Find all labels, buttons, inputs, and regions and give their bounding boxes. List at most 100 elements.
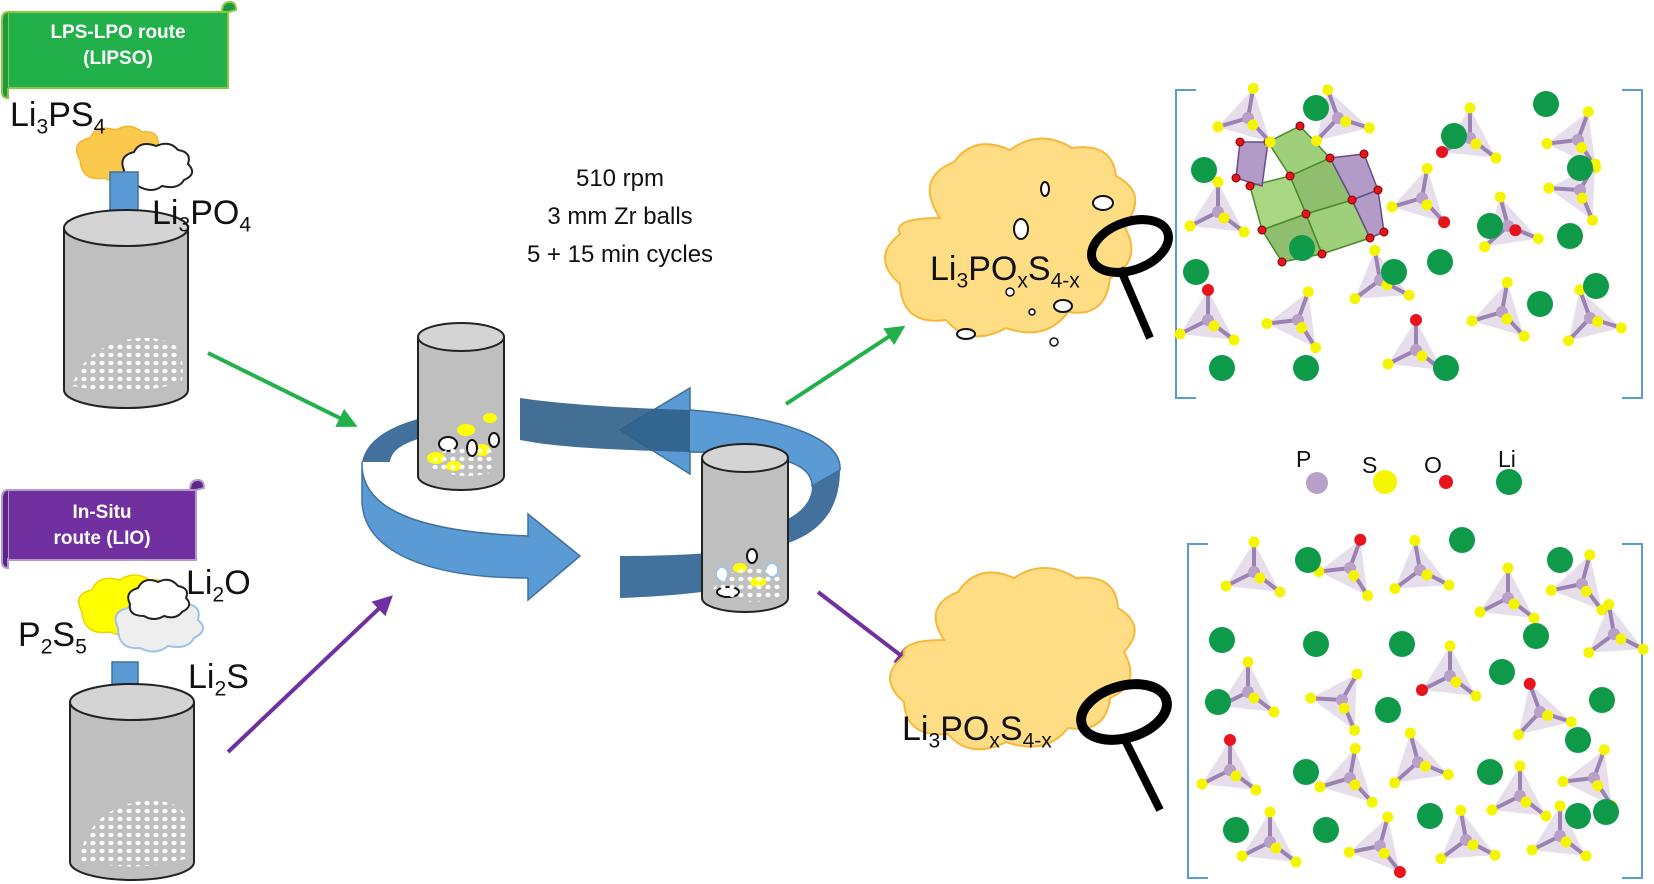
- lipso-banner-line1: LPS-LPO route: [50, 22, 186, 43]
- tetrahedron-icon: [1236, 806, 1302, 868]
- lipso-banner-label: LPS-LPO route (LIPSO): [10, 20, 226, 72]
- lithium-atom: [1223, 817, 1249, 843]
- lithium-atom: [1389, 631, 1415, 657]
- lithium-atom: [1441, 123, 1467, 149]
- tetrahedron-icon: [1435, 804, 1501, 865]
- tetrahedron-icon: [1314, 742, 1378, 808]
- lithium-atom: [1293, 759, 1319, 785]
- lithium-atom: [1295, 547, 1321, 573]
- tetrahedron-icon: [1214, 656, 1280, 718]
- li2o-label: Li2O: [186, 564, 251, 607]
- lio-product-cloud: [889, 567, 1136, 751]
- legend-p-label: P: [1296, 446, 1312, 472]
- tetrahedron-icon: [1389, 534, 1455, 595]
- milling-jar-icon: [63, 209, 189, 409]
- lio-route-arrow: [226, 595, 393, 754]
- lithium-atom: [1417, 803, 1443, 829]
- milling-speed: 510 rpm: [575, 165, 665, 192]
- lio-product-formula: Li3POxS4-x: [902, 710, 1052, 753]
- milling-jar-rotating-left: [417, 322, 505, 491]
- lithium-atom: [1289, 235, 1315, 261]
- tetrahedron-icon: [1389, 727, 1454, 789]
- lithium-atom: [1381, 259, 1407, 285]
- lithium-atom: [1191, 157, 1217, 183]
- li3po4-label: Li3PO4: [152, 194, 252, 237]
- lithium-atom: [1293, 355, 1319, 381]
- milling-conditions: 510 rpm 3 mm Zr balls 5 + 15 min cycles: [470, 160, 770, 274]
- lithium-atom: [1209, 627, 1235, 653]
- tetrahedron-icon: [1474, 562, 1540, 624]
- tetrahedron-icon: [1305, 668, 1363, 736]
- structure-bracket-left: [1187, 543, 1208, 879]
- tetrahedron-icon: [1313, 533, 1374, 602]
- lithium-atom: [1477, 213, 1503, 239]
- tetrahedron-icon: [1386, 162, 1451, 229]
- lio-route-banner: [0, 478, 206, 570]
- tetrahedron-icon: [1583, 598, 1649, 659]
- lio-banner-line1: In-Situ: [72, 502, 132, 523]
- tetrahedron-icon: [1196, 734, 1262, 796]
- lithium-atom: [1533, 91, 1559, 117]
- milling-jar-rotating-right: [701, 443, 789, 613]
- lipso-route-arrow: [207, 351, 358, 427]
- lithium-atom: [1523, 623, 1549, 649]
- lithium-atom: [1449, 527, 1475, 553]
- lithium-atoms-layer: [1183, 91, 1619, 843]
- lithium-atom: [1565, 803, 1591, 829]
- legend-li-label: Li: [1498, 446, 1516, 472]
- tetrahedra-layer: [1174, 82, 1649, 879]
- crystal-cluster-icon: [1231, 121, 1389, 267]
- magnifier-icon: [1087, 215, 1173, 340]
- tetrahedron-icon: [1174, 284, 1240, 346]
- lithium-atom: [1209, 355, 1235, 381]
- tetrahedron-icon: [1486, 760, 1552, 822]
- legend-s-label: S: [1362, 452, 1378, 478]
- tetrahedron-icon: [1184, 176, 1250, 238]
- lithium-atom: [1489, 659, 1515, 685]
- tetrahedron-icon: [1466, 276, 1530, 342]
- lithium-atom: [1433, 355, 1459, 381]
- lithium-atom: [1593, 799, 1619, 825]
- milling-jar-icon: [69, 683, 195, 881]
- p2s5-label: P2S5: [18, 616, 87, 659]
- legend-o-label: O: [1424, 452, 1442, 478]
- lithium-atom: [1557, 223, 1583, 249]
- lio-banner-line2: route (LIO): [53, 528, 151, 549]
- lithium-atom: [1527, 291, 1553, 317]
- legend-li-atom: [1496, 469, 1522, 495]
- lipso-product-formula: Li3POxS4-x: [930, 250, 1080, 293]
- lithium-atom: [1477, 759, 1503, 785]
- tetrahedron-icon: [1562, 284, 1627, 347]
- lithium-atom: [1205, 689, 1231, 715]
- magnifier-icon: [1076, 679, 1172, 812]
- lithium-atom: [1375, 697, 1401, 723]
- lithium-atom: [1313, 817, 1339, 843]
- lio-banner-label: In-Situ route (LIO): [10, 500, 194, 552]
- tetrahedron-icon: [1416, 640, 1482, 702]
- tetrahedron-icon: [1261, 286, 1322, 354]
- structure-bracket-right: [1622, 543, 1643, 879]
- tetrahedron-icon: [1212, 82, 1276, 148]
- tetrahedron-icon: [1526, 800, 1592, 862]
- li2s-label: Li2S: [188, 658, 249, 701]
- milling-balls: 3 mm Zr balls: [547, 203, 693, 230]
- tetrahedron-icon: [1512, 677, 1577, 741]
- legend-o-atom: [1439, 475, 1453, 489]
- structure-bracket-right: [1622, 89, 1643, 399]
- legend-s-atom: [1373, 470, 1397, 494]
- lithium-atom: [1583, 273, 1609, 299]
- li2o-cloud: [127, 578, 191, 620]
- tetrahedron-icon: [1545, 549, 1608, 616]
- lithium-atom: [1547, 547, 1573, 573]
- lio-product-arrow: [816, 590, 916, 667]
- li3po4-cloud: [121, 142, 194, 191]
- tetrahedron-icon: [1220, 536, 1286, 598]
- legend-p-atom: [1306, 472, 1328, 494]
- lithium-atom: [1589, 687, 1615, 713]
- lipso-banner-line2: (LIPSO): [83, 48, 153, 69]
- li3ps4-label: Li3PS4: [10, 96, 106, 139]
- tetrahedron-icon: [1310, 84, 1375, 147]
- lithium-atom: [1565, 727, 1591, 753]
- structure-bracket-left: [1175, 89, 1196, 399]
